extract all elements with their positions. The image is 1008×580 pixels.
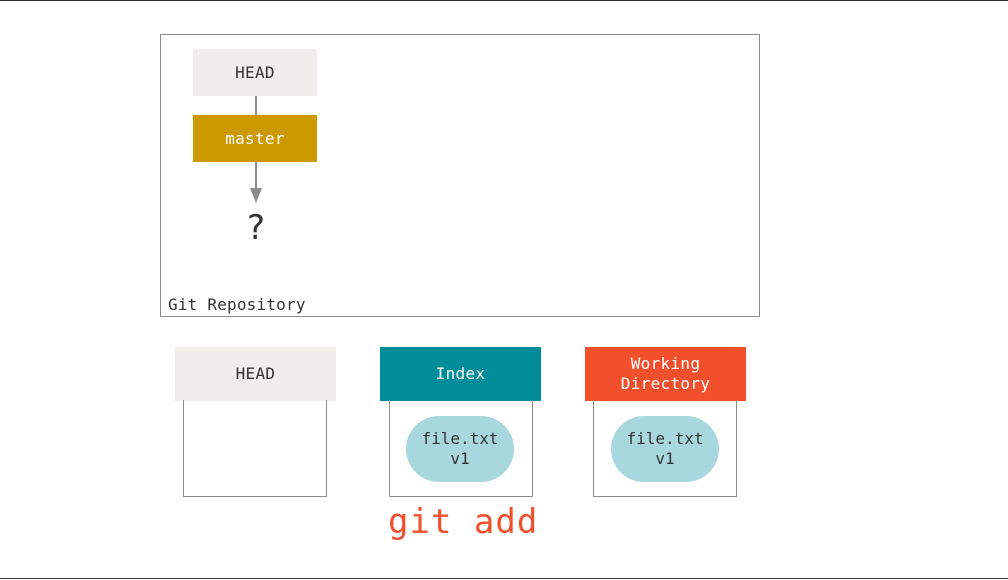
head-ref: HEAD [193,49,317,96]
index-tree-label: Index [435,364,486,383]
head-tree-header: HEAD [175,347,336,401]
master-to-commit-connector [255,162,257,190]
bottom-border [0,578,1008,579]
head-tree-label: HEAD [235,364,276,383]
unknown-commit: ? [246,208,266,248]
master-branch-ref: master [193,115,317,162]
working-directory-file-blob: file.txt v1 [611,416,719,482]
working-directory-label-line2: Directory [620,374,711,393]
index-blob-version: v1 [450,449,470,468]
git-repository-box [160,34,760,317]
head-ref-label: HEAD [235,62,275,82]
index-tree-header: Index [380,347,541,401]
head-to-master-connector [255,96,257,115]
working-directory-label: Working Directory [621,354,710,394]
top-border [0,0,1008,1]
arrow-down-icon [250,188,262,203]
index-tree-box [389,400,533,497]
working-directory-label-line1: Working [630,354,701,373]
working-directory-blob-filename: file.txt [626,429,704,448]
index-file-blob: file.txt v1 [406,416,514,482]
working-directory-header: Working Directory [585,347,746,401]
working-directory-blob-version: v1 [655,449,675,468]
git-add-command: git add [388,502,539,542]
head-tree-box [183,400,327,497]
git-repository-label: Git Repository [168,295,306,314]
working-directory-box [593,400,737,497]
index-blob-filename: file.txt [421,429,499,448]
master-branch-label: master [225,128,285,148]
